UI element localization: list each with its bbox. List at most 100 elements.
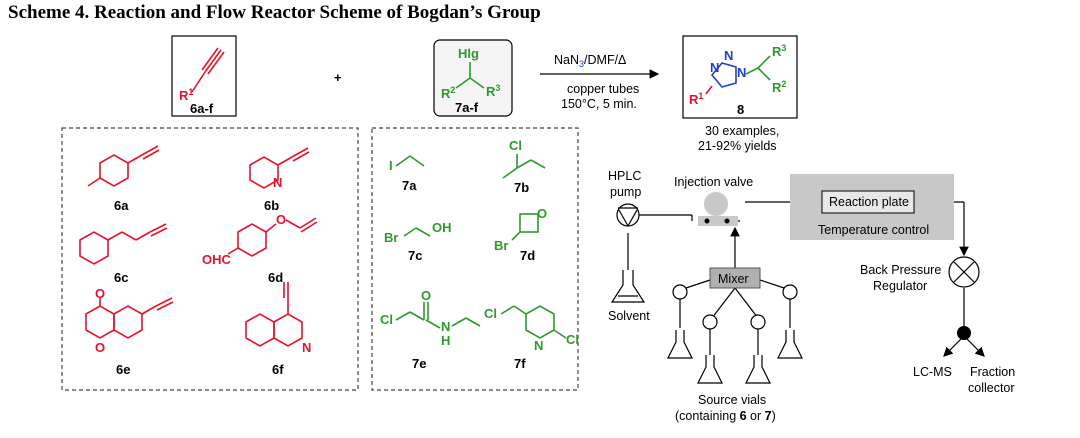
bpr-label-1: Back Pressure <box>860 263 941 277</box>
product-r1: R <box>689 92 699 107</box>
product-n1: N <box>710 60 719 75</box>
source-vial-valves <box>672 284 798 330</box>
atom-7f-cl2: Cl <box>566 332 579 347</box>
fraction-label-1: Fraction <box>970 365 1015 379</box>
structure-7b <box>502 154 546 179</box>
halide-r3-sup: 3 <box>495 83 500 93</box>
structure-7f <box>500 305 567 339</box>
label-7d: 7d <box>520 248 535 263</box>
injection-valve-icon <box>698 192 738 226</box>
hplc-pump-icon <box>616 203 640 227</box>
atom-7f-cl1: Cl <box>484 306 497 321</box>
structure-7d <box>511 213 539 241</box>
yield-line2: 21-92% yields <box>698 139 777 153</box>
reactant-alkyne: R1 6a-f <box>171 35 237 117</box>
splitter-node <box>957 326 971 340</box>
mixer-label: Mixer <box>718 272 749 286</box>
product-r3-sup: 3 <box>781 43 786 53</box>
label-7e: 7e <box>412 356 426 371</box>
label-7a: 7a <box>402 178 417 193</box>
atom-7e-h: H <box>441 333 450 348</box>
atom-7d-br: Br <box>494 238 508 253</box>
atom-6e-o2: O <box>95 340 105 355</box>
cond-line2: copper tubes <box>567 82 639 96</box>
alkyne-r-sup: 1 <box>188 87 193 97</box>
svg-text:R3: R3 <box>486 83 500 99</box>
source-vial-flasks <box>667 330 803 384</box>
structure-6a <box>87 145 160 187</box>
yield-line1: 30 examples, <box>705 124 779 138</box>
atom-7a-i: I <box>389 158 393 173</box>
halide-r2: R <box>441 86 451 101</box>
product-triazole: N N N R3 R2 R1 8 <box>682 35 798 119</box>
temperature-label: Temperature control <box>818 223 929 237</box>
label-6e: 6e <box>116 362 130 377</box>
svg-text:R2: R2 <box>441 85 455 101</box>
atom-7c-br: Br <box>384 230 398 245</box>
structure-6f <box>245 282 303 347</box>
reaction-plate-box <box>821 190 915 214</box>
reaction-conditions: NaN3/DMF/Δ copper tubes 150°C, 5 min. <box>540 53 660 111</box>
scheme-title: Scheme 4. Reaction and Flow Reactor Sche… <box>8 2 541 23</box>
atom-7c-oh: OH <box>432 220 452 235</box>
product-label: 8 <box>737 102 744 117</box>
structure-7c <box>403 227 431 237</box>
atom-7e-n: N <box>441 319 450 334</box>
alkyne-r: R <box>179 88 189 103</box>
svg-text:R1: R1 <box>179 87 193 103</box>
atom-6d-o: O <box>276 212 286 227</box>
pump-label-2: pump <box>610 185 641 199</box>
atom-7b-cl: Cl <box>509 138 522 153</box>
svg-text:R3: R3 <box>772 43 786 59</box>
lcms-label: LC-MS <box>913 365 952 379</box>
cond-reagent-pre: NaN <box>554 53 579 67</box>
structure-6e <box>85 297 174 339</box>
label-7c: 7c <box>408 248 422 263</box>
product-r1-sup: 1 <box>698 91 703 101</box>
fraction-label-2: collector <box>968 381 1015 395</box>
atom-6d-cho: OHC <box>202 252 232 267</box>
structure-6b <box>249 147 310 189</box>
halide-panel <box>371 127 579 391</box>
injection-label: Injection valve <box>674 175 753 189</box>
svg-text:NaN3/DMF/Δ: NaN3/DMF/Δ <box>554 53 626 69</box>
label-6b: 6b <box>264 198 279 213</box>
product-n3: N <box>737 65 746 80</box>
label-6a-f: 6a-f <box>190 101 214 116</box>
product-r2-sup: 2 <box>781 79 786 89</box>
product-r2: R <box>772 80 782 95</box>
atom-6f-n: N <box>302 340 311 355</box>
label-7a-f: 7a-f <box>455 100 479 115</box>
bpr-icon <box>948 256 980 288</box>
reaction-plate-label: Reaction plate <box>829 195 909 209</box>
structure-7a <box>395 155 425 167</box>
atom-6b-n: N <box>273 175 282 190</box>
svg-text:R2: R2 <box>772 79 786 95</box>
cond-reagent-sub: 3 <box>579 59 584 69</box>
bpr-label-2: Regulator <box>873 279 927 293</box>
atom-6e-o1: O <box>95 286 105 301</box>
label-7b: 7b <box>514 180 529 195</box>
halide-r2-sup: 2 <box>450 85 455 95</box>
atom-7f-n: N <box>534 338 543 353</box>
label-6a: 6a <box>114 198 129 213</box>
atom-7d-o: O <box>537 206 547 221</box>
source-label-1: Source vials <box>698 393 766 407</box>
halide-r3: R <box>486 84 496 99</box>
product-n2: N <box>724 48 733 63</box>
source-label-2: (containing 6 or 7) <box>675 409 776 423</box>
product-r3: R <box>772 44 782 59</box>
reactant-halide: Hlg R2 R3 7a-f <box>433 39 513 117</box>
label-6d: 6d <box>268 270 283 285</box>
cond-line3: 150°C, 5 min. <box>561 97 637 111</box>
pump-label-1: HPLC <box>608 169 641 183</box>
plus-sign: + <box>334 70 342 85</box>
mixer-box <box>709 267 761 289</box>
structure-6c <box>79 223 168 265</box>
solvent-flask-icon <box>610 270 646 303</box>
label-6f: 6f <box>272 362 284 377</box>
structure-6d <box>227 217 318 257</box>
svg-text:R1: R1 <box>689 91 703 107</box>
alkyne-panel <box>61 127 359 391</box>
